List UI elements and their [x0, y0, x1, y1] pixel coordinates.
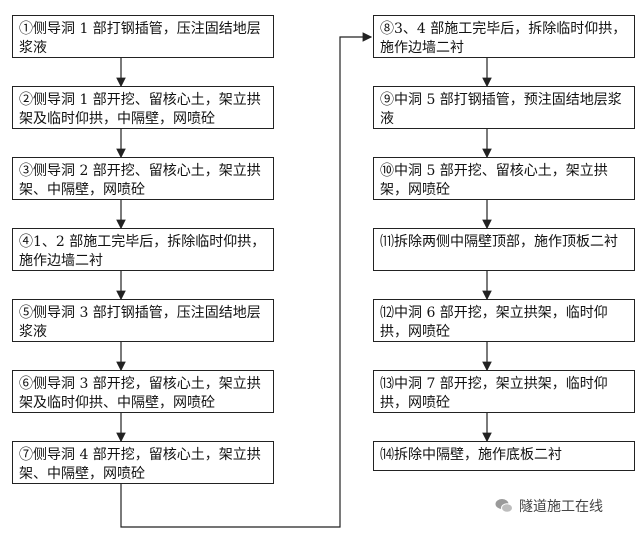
- step-14-box: ⒁拆除中隔壁，施作底板二衬: [373, 441, 635, 471]
- step-4-box: ④1、2 部施工完毕后，拆除临时仰拱，施作边墙二衬: [12, 228, 274, 271]
- step-12-box: ⑿中洞 6 部开挖，架立拱架，临时仰拱，网喷砼: [373, 299, 635, 342]
- step-11-box: ⑾拆除两侧中隔壁顶部，施作顶板二衬: [373, 228, 635, 271]
- step-6-box: ⑥侧导洞 3 部开挖，留核心土，架立拱架及临时仰拱、中隔壁，网喷砼: [12, 370, 274, 413]
- step-13-box: ⒀中洞 7 部开挖，架立拱架，临时仰拱，网喷砼: [373, 370, 635, 413]
- watermark-text: 隧道施工在线: [519, 499, 603, 515]
- step-9-box: ⑨中洞 5 部打钢插管，预注固结地层浆液: [373, 86, 635, 129]
- step-7-box: ⑦侧导洞 4 部开挖，留核心土，架立拱架、中隔壁，网喷砼: [12, 441, 274, 484]
- watermark: 隧道施工在线: [495, 496, 603, 516]
- step-10-box: ⑩中洞 5 部开挖、留核心土，架立拱架，网喷砼: [373, 157, 635, 200]
- step-5-box: ⑤侧导洞 3 部打钢插管，压注固结地层浆液: [12, 299, 274, 342]
- step-3-box: ③侧导洞 2 部开挖、留核心土，架立拱架、中隔壁，网喷砼: [12, 157, 274, 200]
- step-2-box: ②侧导洞 1 部开挖、留核心土，架立拱架及临时仰拱，中隔壁，网喷砼: [12, 86, 274, 129]
- chat-bubble-icon: [495, 498, 513, 514]
- arrow-7-8: [120, 32, 373, 528]
- step-8-box: ⑧3、4 部施工完毕后，拆除临时仰拱，施作边墙二衬: [373, 15, 635, 58]
- step-1-box: ①侧导洞 1 部打钢插管，压注固结地层浆液: [12, 15, 274, 58]
